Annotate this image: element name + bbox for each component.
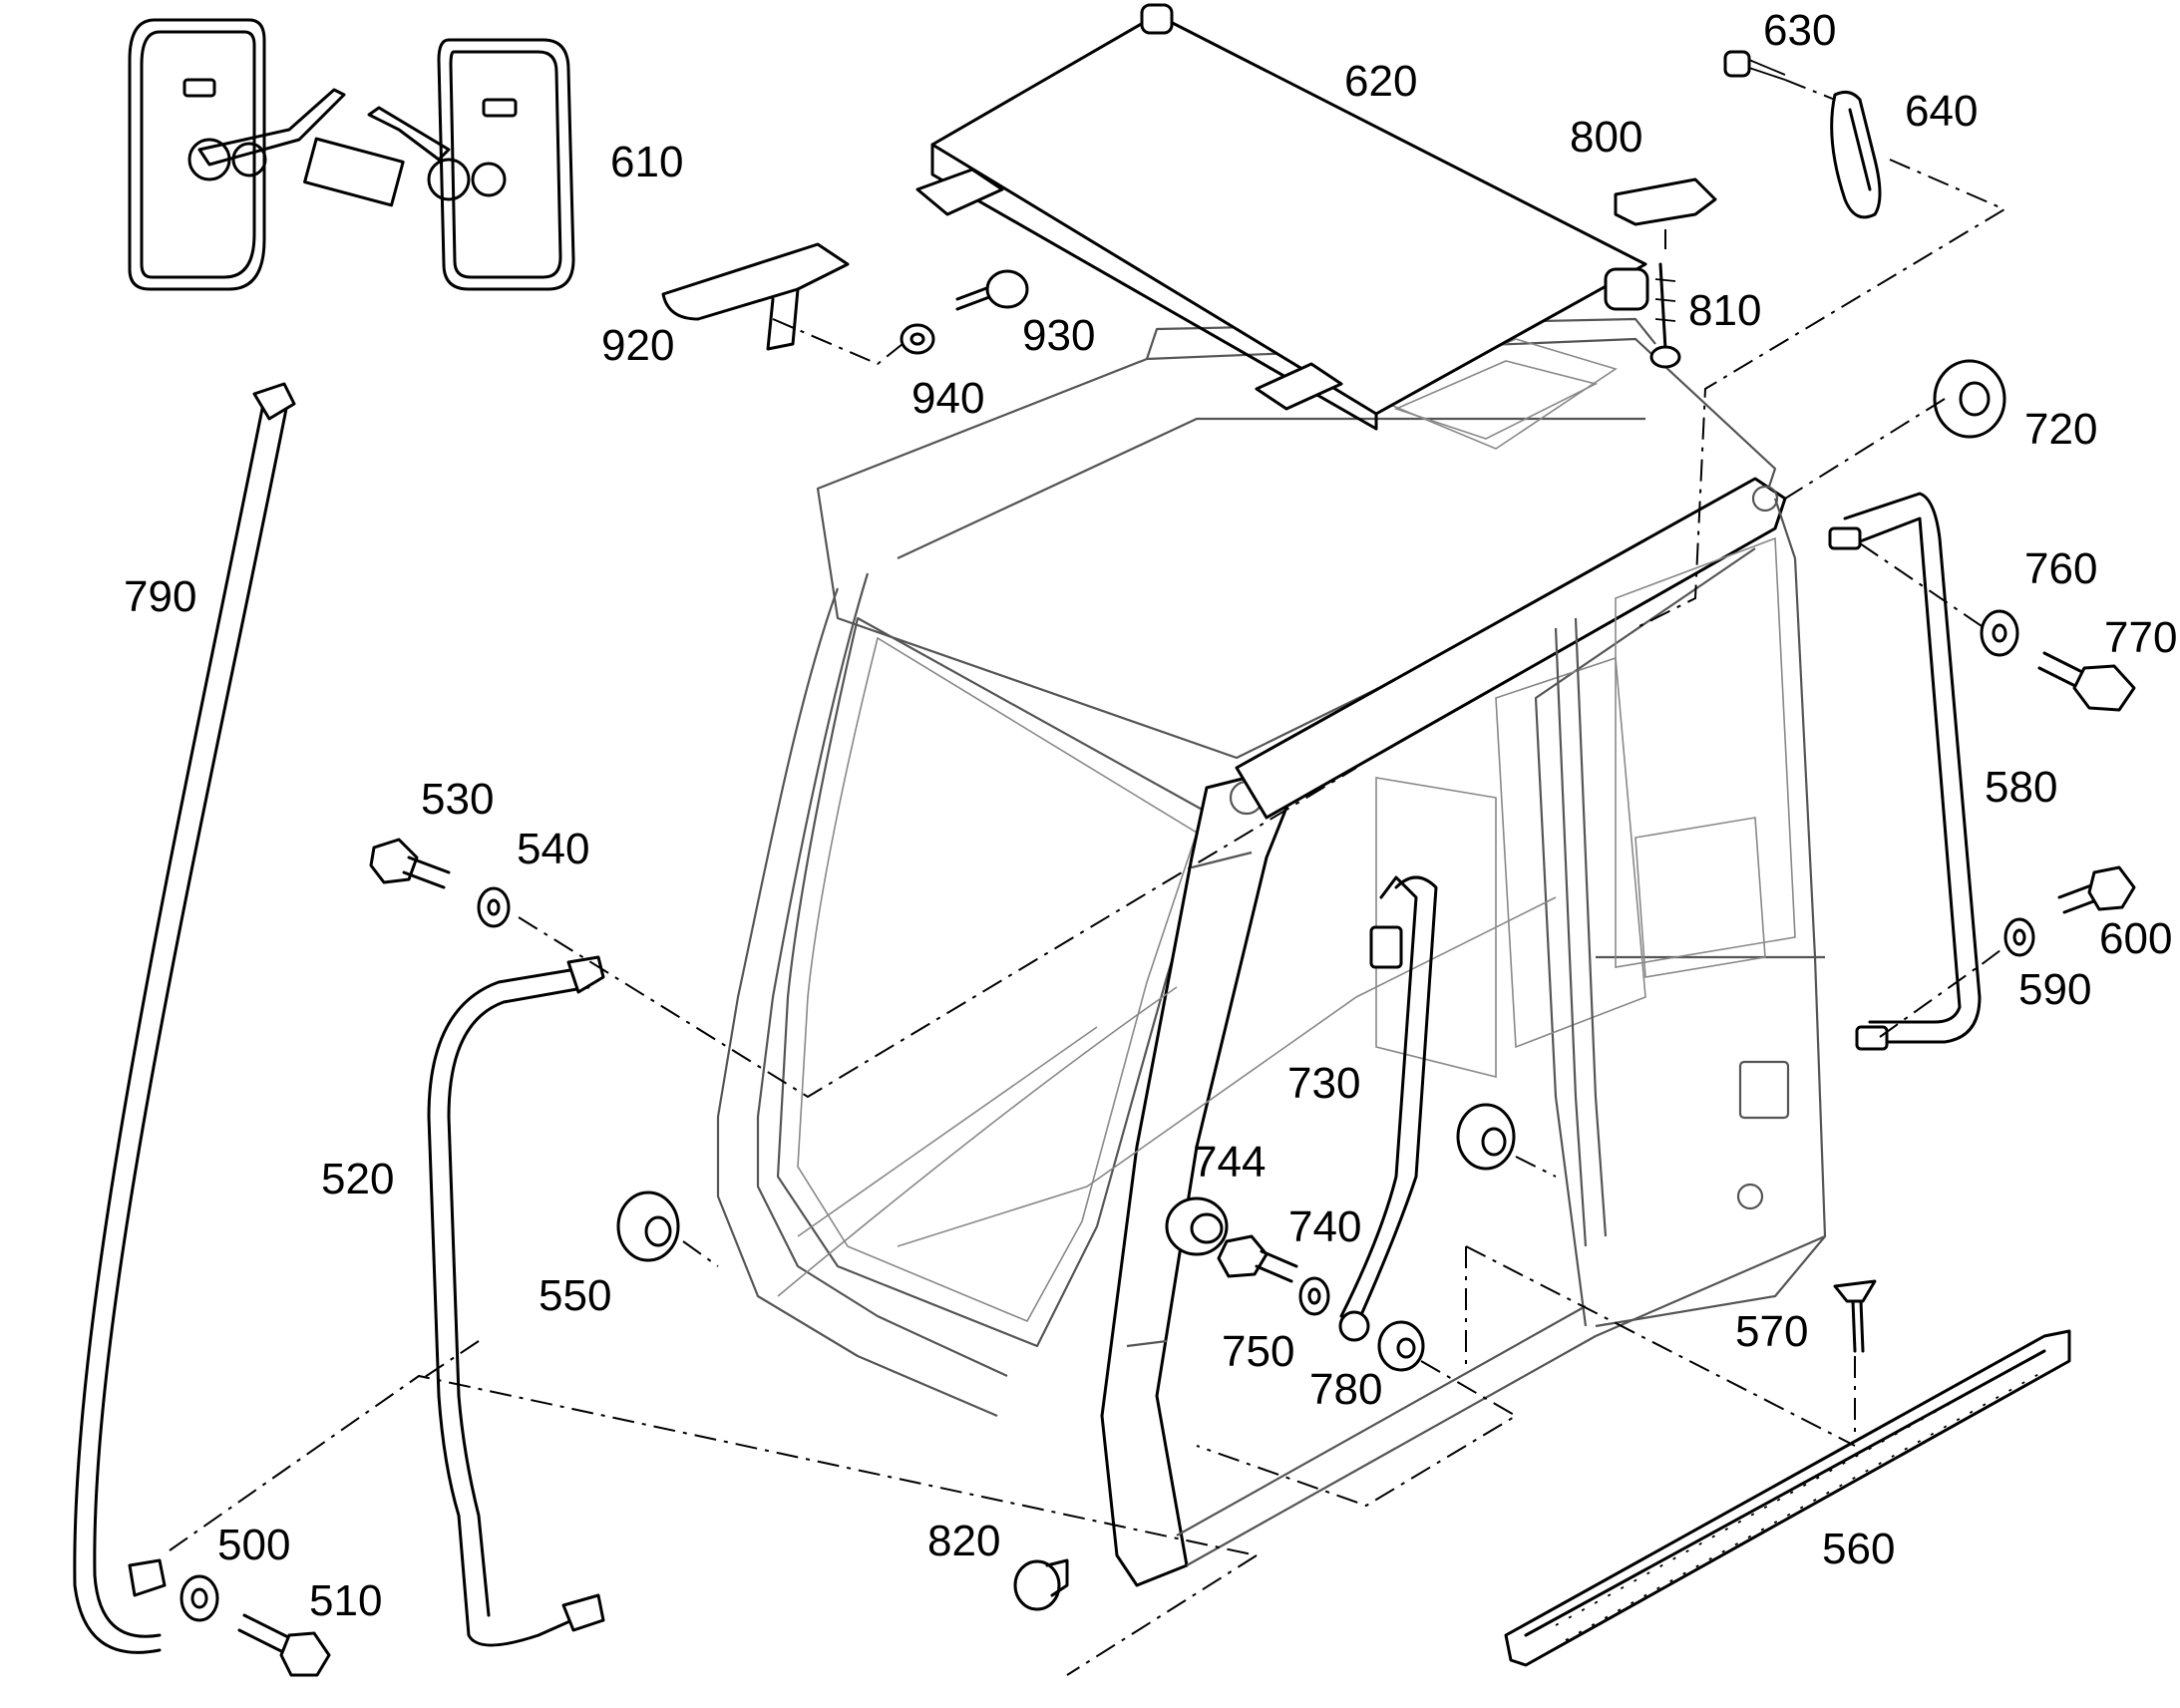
washer-940 bbox=[900, 323, 935, 355]
label-580: 580 bbox=[1985, 763, 2057, 812]
grommet-730-rear bbox=[1456, 1103, 1516, 1171]
grommet-550 bbox=[616, 1191, 680, 1262]
label-820: 820 bbox=[927, 1517, 1000, 1565]
handrail-580 bbox=[1828, 492, 1982, 1051]
label-500: 500 bbox=[217, 1521, 290, 1569]
strap-730 bbox=[1338, 875, 1438, 1342]
handrail-790 bbox=[73, 382, 296, 1654]
screw-810 bbox=[1649, 262, 1681, 369]
clip-800 bbox=[1614, 177, 1717, 226]
label-930: 930 bbox=[1022, 311, 1095, 360]
label-600: 600 bbox=[2099, 914, 2172, 963]
label-630: 630 bbox=[1763, 6, 1836, 55]
label-780: 780 bbox=[1309, 1365, 1382, 1414]
label-750: 750 bbox=[1222, 1327, 1294, 1376]
part-number-labels: 610 620 630 640 800 810 920 930 940 720 … bbox=[124, 6, 2177, 1625]
step-560 bbox=[1504, 1329, 2071, 1667]
bolt-600 bbox=[2057, 865, 2136, 914]
label-530: 530 bbox=[421, 775, 494, 824]
label-740: 740 bbox=[1288, 1202, 1361, 1251]
bolt-740 bbox=[1217, 1234, 1298, 1283]
label-770: 770 bbox=[2104, 613, 2177, 662]
label-810: 810 bbox=[1688, 286, 1761, 335]
coat-hook-640 bbox=[1830, 90, 1882, 219]
label-800: 800 bbox=[1570, 113, 1642, 162]
label-790: 790 bbox=[124, 572, 196, 621]
label-620: 620 bbox=[1344, 57, 1417, 106]
assembly-centerlines bbox=[169, 79, 2007, 1676]
sun-shade-620 bbox=[915, 3, 1649, 431]
label-520: 520 bbox=[321, 1155, 394, 1203]
screw-630 bbox=[1723, 50, 1786, 81]
label-730: 730 bbox=[1287, 1059, 1360, 1108]
label-720: 720 bbox=[2024, 405, 2097, 454]
label-550: 550 bbox=[539, 1271, 611, 1320]
handrail-520 bbox=[427, 955, 605, 1647]
spacer-744 bbox=[1165, 1196, 1229, 1256]
bracket-920 bbox=[661, 242, 850, 351]
washer-760 bbox=[1980, 609, 2019, 657]
bolt-530 bbox=[369, 838, 451, 889]
label-610: 610 bbox=[610, 138, 683, 186]
label-560: 560 bbox=[1822, 1525, 1895, 1573]
label-540: 540 bbox=[517, 825, 589, 873]
label-590: 590 bbox=[2018, 965, 2091, 1014]
label-920: 920 bbox=[601, 321, 674, 370]
label-940: 940 bbox=[911, 374, 984, 423]
bolt-510 bbox=[237, 1613, 331, 1677]
grommet-780 bbox=[1377, 1320, 1425, 1372]
plug-820 bbox=[1013, 1558, 1069, 1611]
screw-570 bbox=[1833, 1279, 1877, 1353]
washer-590 bbox=[2003, 917, 2035, 957]
washer-750 bbox=[1298, 1276, 1330, 1316]
label-510: 510 bbox=[309, 1576, 382, 1625]
washer-540 bbox=[477, 886, 511, 928]
label-744: 744 bbox=[1193, 1138, 1266, 1187]
bolt-770 bbox=[2037, 651, 2136, 712]
label-570: 570 bbox=[1735, 1307, 1808, 1356]
washer-500 bbox=[180, 1574, 219, 1622]
label-760: 760 bbox=[2024, 544, 2097, 593]
grommet-720 bbox=[1933, 359, 2006, 439]
bolt-930 bbox=[955, 269, 1029, 311]
cab-frame bbox=[716, 317, 1827, 1587]
mirror-assembly-610 bbox=[128, 18, 575, 291]
label-640: 640 bbox=[1905, 87, 1978, 136]
